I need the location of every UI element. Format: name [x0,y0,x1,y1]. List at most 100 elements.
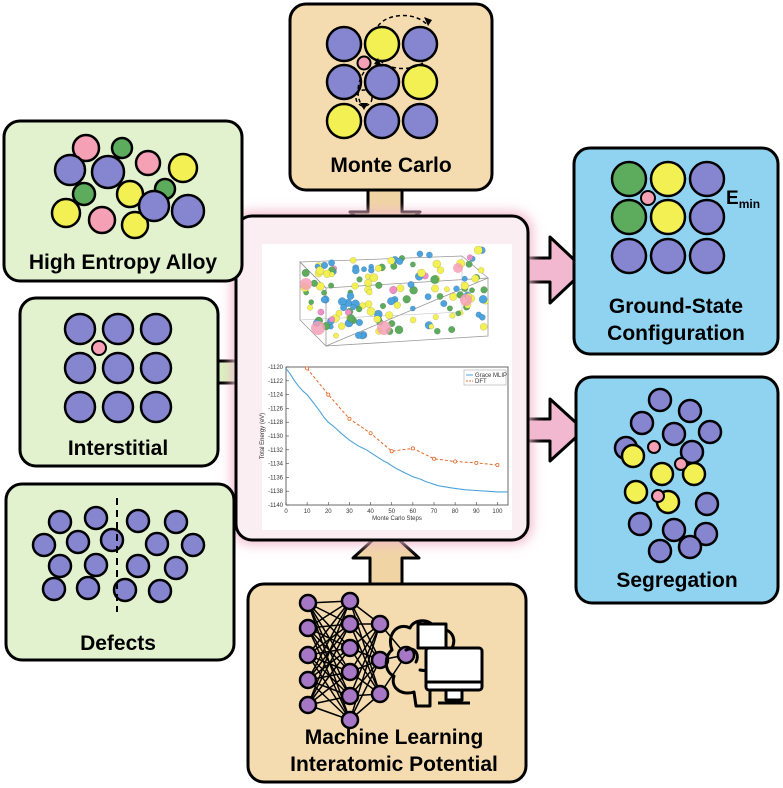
atom-sphere [478,294,488,304]
atom-sphere [366,307,376,316]
dft-point [305,366,310,371]
x-tick-label: 50 [388,509,395,515]
monte-carlo-label: Monte Carlo [330,154,451,177]
interstitial-panel: Interstitial [18,296,220,468]
atom-sphere [361,266,367,273]
atom-sphere [428,323,435,330]
atom-sphere [328,259,335,267]
atom-sphere [349,256,357,264]
y-tick-label: -1136 [268,475,284,481]
atom-sphere [416,250,424,258]
atom-sphere [436,292,444,300]
atom-sphere [409,261,416,268]
defects-label: Defects [80,632,156,655]
atom-sphere [431,284,439,293]
ml-label-line2: Interatomic Potential [290,753,498,776]
atom-sphere [333,332,339,339]
atom-sphere [409,316,417,324]
atom-sphere [379,302,387,310]
atom-sphere-large [460,294,472,306]
atom-sphere [430,275,440,284]
atom-sphere [321,289,327,296]
atom-sphere [315,266,325,275]
y-tick-label: -1128 [268,420,284,426]
high-entropy-alloy-label: High Entropy Alloy [29,251,218,274]
atom-sphere [455,310,462,317]
atom-sphere [479,322,488,331]
atom-sphere-large [300,278,312,290]
dft-point [495,462,500,467]
atom-sphere [328,316,336,323]
x-tick-label: 70 [431,509,438,515]
dft-point [431,456,436,461]
y-tick-label: -1120 [268,365,284,371]
atom-sphere [355,305,363,313]
atom-sphere [461,275,468,282]
y-tick-label: -1140 [268,503,284,509]
segregation-atoms [613,387,723,564]
atom-sphere [355,331,363,339]
atom-sphere [433,327,441,335]
nn-node [298,695,318,715]
interstitial-lattice [63,312,173,424]
atom-sphere [478,313,486,321]
atom-sphere [340,304,348,312]
atom-sphere [440,300,448,308]
interstitial-label: Interstitial [68,437,168,460]
atom-sphere [396,257,404,266]
series-line-dft [306,368,498,466]
atom-sphere [351,282,359,290]
atom-sphere [366,289,373,296]
atom-sphere [453,285,460,292]
atom-sphere [355,318,364,327]
atom-sphere-large [311,321,325,335]
dft-point [368,431,373,436]
atom-sphere [346,314,356,323]
y-tick-label: -1130 [268,434,284,440]
dft-point [389,449,394,454]
nn-node [370,614,390,634]
nn-node [340,614,360,634]
dft-point [453,459,458,464]
atom-sphere-large [453,263,463,273]
series-line-grace-mlip [285,368,508,493]
atom-sphere [449,312,456,319]
x-tick-label: 10 [304,509,311,515]
neural-network-icon [298,591,416,730]
atom-sphere [389,285,398,294]
atom-sphere [432,314,439,321]
atom-sphere [374,264,382,272]
atom-sphere [369,273,379,283]
x-tick-label: 40 [367,509,374,515]
segregation-label: Segregation [616,569,737,592]
ml-potential-panel: Machine Learning Interatomic Potential [246,582,528,784]
atom-sphere [368,267,375,274]
atom-sphere [356,276,363,283]
nn-node [340,710,360,730]
atom-sphere [307,304,314,311]
nn-node [370,684,390,704]
atom-sphere [471,274,480,283]
atom-sphere [387,297,396,306]
dft-point [326,392,331,397]
x-tick-label: 20 [325,509,332,515]
atom-sphere [337,297,347,306]
legend-label: DFT [475,379,487,385]
atom-sphere [375,281,383,289]
monte-carlo-panel: Monte Carlo [288,2,494,192]
ml-label-line1: Machine Learning [305,726,484,749]
y-axis-label: Total Energy (eV) [260,413,266,459]
atom-sphere [478,267,485,274]
x-tick-label: 60 [410,509,417,515]
atom-sphere [329,271,335,278]
x-tick-label: 90 [473,509,480,515]
atom-sphere [460,281,469,290]
nn-output-node [396,645,416,665]
nn-node [340,638,360,658]
dft-point [410,446,415,451]
atom-sphere [351,266,360,275]
energy-chart: -1120-1122-1124-1126-1128-1130-1132-1134… [260,365,509,522]
atom-sphere [315,281,325,291]
hea-atoms [50,133,206,240]
y-tick-label: -1126 [268,406,284,412]
